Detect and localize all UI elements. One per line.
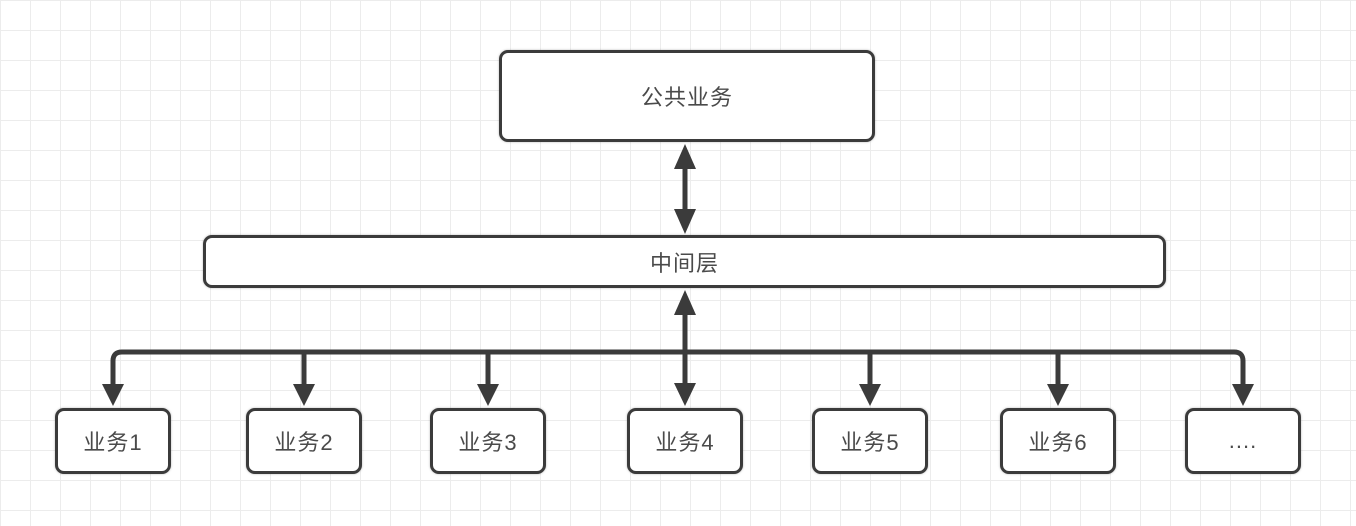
- node-label: 业务2: [274, 430, 334, 455]
- double-arrow-top-to-middle: [674, 144, 696, 234]
- node-label: 业务1: [83, 430, 143, 455]
- node-business-6: 业务6: [1000, 408, 1116, 474]
- node-label: ....: [1228, 428, 1258, 453]
- node-business-3: 业务3: [430, 408, 546, 474]
- fanout-bus: [110, 349, 1246, 392]
- node-label: 业务5: [840, 430, 900, 455]
- double-arrow-middle-to-leaf4: [674, 290, 696, 406]
- node-public-business: 公共业务: [499, 50, 875, 142]
- node-label: 业务4: [655, 430, 715, 455]
- node-label: 业务3: [458, 430, 518, 455]
- node-business-more: ....: [1185, 408, 1301, 474]
- node-label: 中间层: [649, 250, 719, 276]
- node-label: 业务6: [1028, 430, 1088, 455]
- node-label: 公共业务: [640, 85, 733, 110]
- node-business-1: 业务1: [55, 408, 171, 474]
- node-business-5: 业务5: [812, 408, 928, 474]
- node-business-2: 业务2: [246, 408, 362, 474]
- node-middle-layer: 中间层: [203, 235, 1166, 288]
- node-business-4: 业务4: [627, 408, 743, 474]
- bus-arrowheads: [102, 384, 1254, 406]
